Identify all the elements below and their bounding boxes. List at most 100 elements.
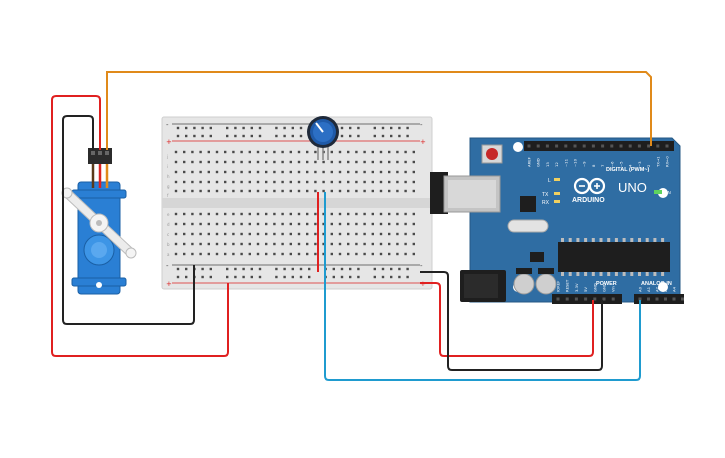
breadboard-hole[interactable] — [215, 170, 219, 174]
breadboard-hole[interactable] — [191, 252, 194, 256]
breadboard-hole[interactable] — [224, 180, 227, 184]
breadboard-hole[interactable] — [289, 160, 292, 164]
digital-header[interactable] — [524, 141, 674, 151]
breadboard-hole[interactable] — [224, 252, 227, 256]
breadboard-hole[interactable] — [297, 189, 301, 193]
analog-header[interactable] — [634, 294, 684, 304]
breadboard-hole[interactable] — [396, 252, 399, 256]
header-pin[interactable] — [545, 144, 549, 148]
breadboard-hole[interactable] — [396, 212, 399, 216]
breadboard-hole[interactable] — [355, 180, 358, 184]
breadboard-hole[interactable] — [404, 160, 407, 164]
breadboard-hole[interactable] — [265, 242, 268, 246]
header-pin[interactable] — [665, 144, 669, 148]
breadboard-hole[interactable] — [404, 170, 407, 174]
rail-hole[interactable] — [299, 275, 303, 279]
breadboard-hole[interactable] — [314, 212, 317, 216]
rail-hole[interactable] — [185, 126, 188, 130]
breadboard-hole[interactable] — [388, 242, 391, 246]
breadboard-hole[interactable] — [314, 252, 317, 256]
breadboard-hole[interactable] — [347, 232, 350, 236]
rail-hole[interactable] — [250, 267, 253, 271]
breadboard-hole[interactable] — [306, 160, 309, 164]
breadboard-hole[interactable] — [371, 212, 374, 216]
breadboard-hole[interactable] — [281, 242, 284, 246]
breadboard-hole[interactable] — [347, 212, 350, 216]
breadboard-hole[interactable] — [355, 242, 358, 246]
breadboard-hole[interactable] — [240, 232, 243, 236]
header-pin[interactable] — [564, 144, 568, 148]
breadboard-hole[interactable] — [199, 160, 202, 164]
breadboard-hole[interactable] — [199, 252, 202, 256]
header-pin[interactable] — [574, 297, 578, 301]
breadboard-hole[interactable] — [273, 242, 276, 246]
breadboard-hole[interactable] — [248, 150, 251, 154]
servo-connector[interactable] — [88, 148, 112, 164]
breadboard-hole[interactable] — [330, 150, 333, 154]
breadboard-hole[interactable] — [248, 212, 251, 216]
breadboard-hole[interactable] — [412, 252, 415, 256]
breadboard-hole[interactable] — [273, 180, 276, 184]
rail-hole[interactable] — [176, 267, 180, 271]
breadboard-hole[interactable] — [256, 212, 260, 216]
header-pin[interactable] — [527, 144, 531, 148]
breadboard-hole[interactable] — [232, 212, 235, 216]
breadboard-hole[interactable] — [289, 232, 292, 236]
rail-hole[interactable] — [340, 126, 344, 130]
breadboard-hole[interactable] — [289, 212, 292, 216]
breadboard-hole[interactable] — [215, 150, 219, 154]
breadboard-hole[interactable] — [232, 170, 235, 174]
header-pin[interactable] — [593, 297, 597, 301]
breadboard-hole[interactable] — [379, 170, 383, 174]
rail-hole[interactable] — [349, 267, 352, 271]
breadboard-hole[interactable] — [183, 252, 186, 256]
rail-hole[interactable] — [201, 267, 204, 271]
header-pin[interactable] — [584, 297, 588, 301]
header-pin[interactable] — [556, 297, 560, 301]
header-pin[interactable] — [611, 297, 615, 301]
breadboard-hole[interactable] — [224, 170, 227, 174]
breadboard-hole[interactable] — [273, 170, 276, 174]
breadboard-hole[interactable] — [174, 242, 178, 246]
breadboard-hole[interactable] — [199, 212, 202, 216]
breadboard-hole[interactable] — [412, 222, 415, 226]
breadboard-hole[interactable] — [183, 170, 186, 174]
breadboard-hole[interactable] — [191, 232, 194, 236]
breadboard-hole[interactable] — [314, 222, 317, 226]
breadboard-hole[interactable] — [330, 212, 333, 216]
potentiometer[interactable] — [307, 116, 339, 160]
breadboard-hole[interactable] — [322, 222, 325, 226]
rail-hole[interactable] — [176, 126, 180, 130]
breadboard-hole[interactable] — [363, 252, 366, 256]
breadboard-hole[interactable] — [297, 212, 301, 216]
breadboard-hole[interactable] — [338, 242, 342, 246]
reset-button[interactable] — [486, 148, 498, 160]
breadboard-hole[interactable] — [232, 242, 235, 246]
breadboard-hole[interactable] — [363, 242, 366, 246]
breadboard-hole[interactable] — [412, 160, 415, 164]
breadboard-hole[interactable] — [338, 252, 342, 256]
breadboard-hole[interactable] — [347, 150, 350, 154]
breadboard-hole[interactable] — [232, 222, 235, 226]
breadboard-hole[interactable] — [322, 242, 325, 246]
breadboard-hole[interactable] — [371, 170, 374, 174]
rail-hole[interactable] — [381, 267, 385, 271]
header-pin[interactable] — [555, 144, 559, 148]
breadboard-hole[interactable] — [281, 180, 284, 184]
rail-hole[interactable] — [291, 134, 294, 138]
breadboard-hole[interactable] — [338, 189, 342, 193]
breadboard-hole[interactable] — [363, 160, 366, 164]
breadboard-hole[interactable] — [183, 160, 186, 164]
breadboard-hole[interactable] — [404, 189, 407, 193]
breadboard-hole[interactable] — [207, 160, 210, 164]
breadboard-hole[interactable] — [412, 150, 415, 154]
header-pin[interactable] — [637, 144, 641, 148]
breadboard-hole[interactable] — [256, 170, 260, 174]
breadboard-hole[interactable] — [404, 252, 407, 256]
breadboard-hole[interactable] — [355, 150, 358, 154]
breadboard-hole[interactable] — [404, 222, 407, 226]
breadboard-hole[interactable] — [396, 180, 399, 184]
rail-hole[interactable] — [406, 126, 409, 130]
breadboard-hole[interactable] — [199, 232, 202, 236]
breadboard-hole[interactable] — [355, 222, 358, 226]
